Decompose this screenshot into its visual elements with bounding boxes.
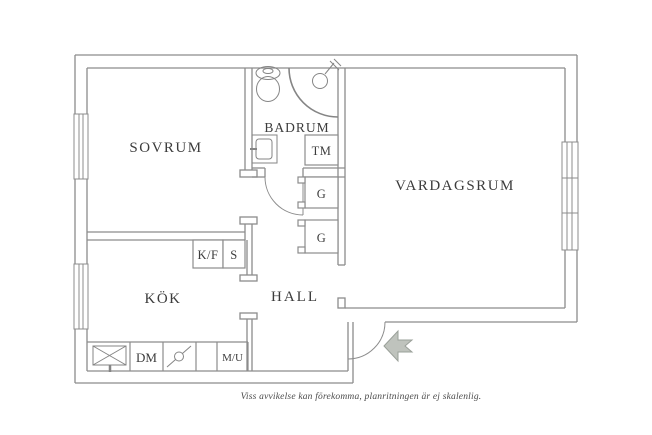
wall-outline — [74, 54, 578, 384]
unit-label-mu: M/U — [222, 352, 243, 364]
window-sovrum — [73, 113, 89, 180]
bathroom-door-swing — [264, 176, 304, 216]
kitchen-counter — [87, 341, 249, 371]
closet-g2 — [297, 219, 339, 254]
closet-label-g1: G — [317, 187, 327, 201]
closet-tm — [304, 134, 339, 166]
washbasin-icon — [250, 134, 278, 164]
room-label-sovrum: SOVRUM — [129, 140, 202, 156]
stove-icon — [166, 345, 192, 368]
shower-icon — [288, 58, 342, 118]
kitchen-unit-kf-s — [192, 239, 246, 269]
unit-label-dm: DM — [136, 350, 157, 365]
room-label-kok: KÖK — [145, 290, 182, 307]
toilet-icon — [255, 66, 281, 102]
disclaimer-caption: Viss avvikelse kan förekomma, planritnin… — [241, 391, 482, 402]
unit-label-kf: K/F — [198, 248, 219, 262]
room-label-hall: HALL — [271, 289, 319, 305]
room-label-vardagsrum: VARDAGSRUM — [395, 178, 515, 194]
window-kok — [73, 263, 89, 330]
unit-label-s: S — [230, 248, 237, 262]
entrance-arrow-icon — [383, 329, 414, 363]
interior-walls — [87, 68, 346, 371]
entrance-door-swing — [347, 321, 386, 360]
sink-icon — [92, 345, 127, 372]
window-vardagsrum — [561, 141, 579, 251]
closet-label-g2: G — [317, 231, 327, 245]
closet-g1 — [297, 176, 339, 209]
closet-label-tm: TM — [312, 144, 332, 158]
room-label-badrum: BADRUM — [264, 120, 329, 135]
